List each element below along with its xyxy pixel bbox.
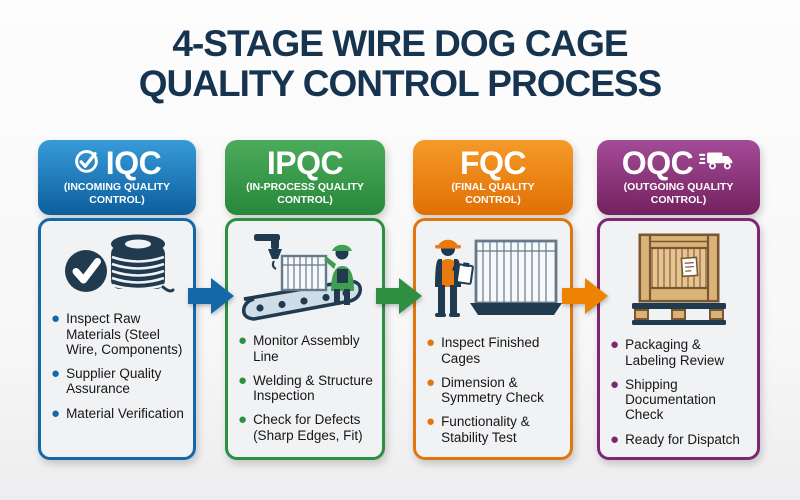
stage-body-oqc: ●Packaging & Labeling Review ●Shipping D… [597, 218, 760, 460]
bullet-item: ●Functionality & Stability Test [426, 413, 530, 445]
bullet-item: ●Inspect Finished Cages [426, 334, 540, 366]
bullet-item: ●Supplier Quality Assurance [51, 365, 162, 397]
inspector-cage-illustration [416, 221, 570, 327]
page-title: 4-STAGE WIRE DOG CAGE QUALITY CONTROL PR… [0, 24, 800, 104]
wire-coil-with-check-illustration [41, 221, 193, 303]
stage-acronym: IPQC [266, 145, 344, 181]
bullet-item: ●Material Verification [51, 404, 184, 422]
page-title-line1: 4-STAGE WIRE DOG CAGE [172, 23, 628, 64]
stage-subtitle: (INCOMING QUALITY CONTROL) [63, 181, 171, 207]
packed-crate-illustration [600, 221, 757, 329]
stage-subtitle: (FINAL QUALITY CONTROL) [451, 181, 535, 207]
stage-acronym: IQC [105, 145, 162, 181]
bullet-item: ●Packaging & Labeling Review [610, 336, 725, 368]
flow-arrow-ipqc-to-fqc [376, 273, 422, 319]
bullet-item: ●Monitor Assembly Line [238, 332, 360, 364]
stage-card-oqc: OQC (OUTGOING QUALITY CONTROL) [597, 140, 760, 460]
page-title-line2: QUALITY CONTROL PROCESS [138, 62, 662, 104]
bullet-item: ●Welding & Structure Inspection [238, 371, 373, 403]
stage-card-ipqc: IPQC (IN-PROCESS QUALITY CONTROL) [225, 140, 385, 460]
stage-header-oqc: OQC (OUTGOING QUALITY CONTROL) [597, 140, 760, 216]
stage-bullet-list: ●Inspect Raw Materials (Steel Wire, Comp… [41, 311, 193, 430]
stage-acronym: OQC [621, 145, 694, 181]
stage-card-iqc: IQC (INCOMING QUALITY CONTROL) [38, 140, 196, 460]
check-circle-icon [73, 147, 100, 179]
stage-body-ipqc: ●Monitor Assembly Line ●Welding & Struct… [225, 218, 385, 460]
stage-bullet-list: ●Inspect Finished Cages ●Dimension & Sym… [416, 335, 570, 454]
stage-bullet-list: ●Packaging & Labeling Review ●Shipping D… [600, 337, 757, 456]
stage-acronym: FQC [459, 145, 527, 181]
stage-header-iqc: IQC (INCOMING QUALITY CONTROL) [38, 140, 196, 216]
bullet-item: ●Inspect Raw Materials (Steel Wire, Comp… [51, 310, 183, 357]
delivery-truck-icon [699, 149, 735, 178]
assembly-line-illustration [228, 221, 382, 325]
stage-header-fqc: FQC (FINAL QUALITY CONTROL) [413, 140, 573, 216]
bullet-item: ●Dimension & Symmetry Check [426, 373, 544, 405]
stage-card-fqc: FQC (FINAL QUALITY CONTROL) [413, 140, 573, 460]
stage-bullet-list: ●Monitor Assembly Line ●Welding & Struct… [228, 333, 382, 452]
flow-arrow-fqc-to-oqc [562, 273, 608, 319]
stage-header-ipqc: IPQC (IN-PROCESS QUALITY CONTROL) [225, 140, 385, 216]
flow-arrow-iqc-to-ipqc [188, 273, 234, 319]
bullet-item: ●Shipping Documentation Check [610, 375, 716, 423]
stage-subtitle: (OUTGOING QUALITY CONTROL) [623, 181, 734, 207]
bullet-item: ●Ready for Dispatch [610, 430, 740, 448]
stage-body-fqc: ●Inspect Finished Cages ●Dimension & Sym… [413, 218, 573, 460]
stage-body-iqc: ●Inspect Raw Materials (Steel Wire, Comp… [38, 218, 196, 460]
stage-subtitle: (IN-PROCESS QUALITY CONTROL) [246, 181, 364, 207]
bullet-item: ●Check for Defects (Sharp Edges, Fit) [238, 411, 363, 443]
